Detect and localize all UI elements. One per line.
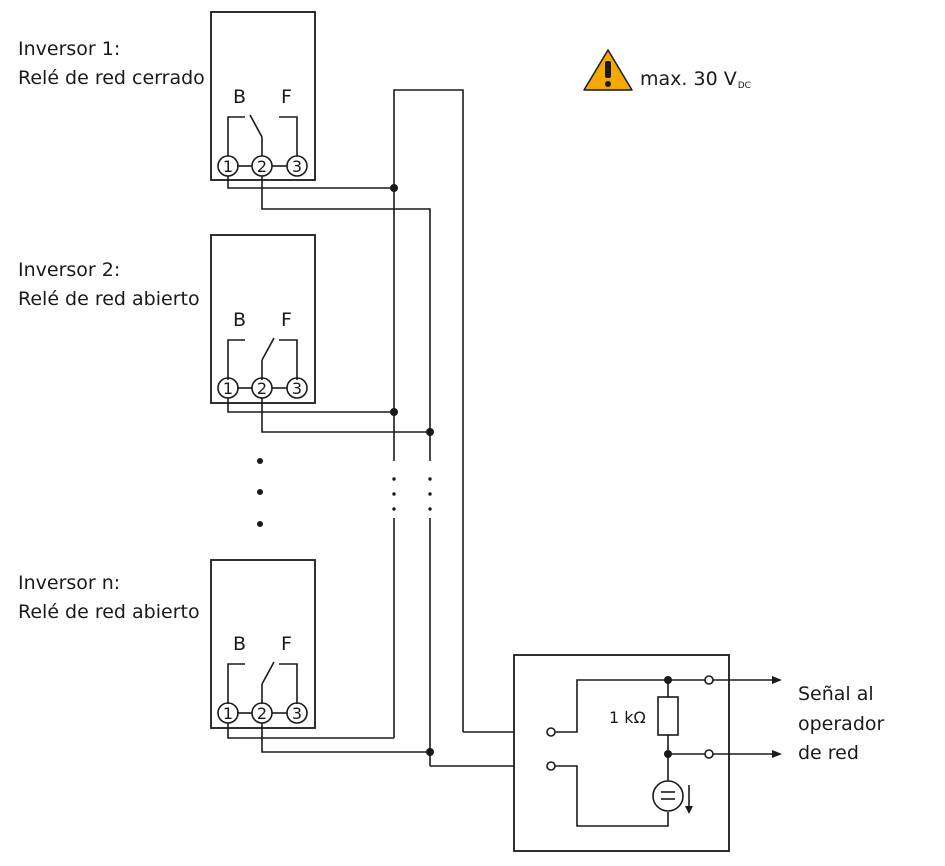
grid-operator-unit: 1 kΩ: [513, 654, 782, 852]
inverter-1-box: [210, 11, 316, 181]
relay-2-contact: [227, 337, 298, 380]
signal-line-1: Señal al: [798, 683, 874, 705]
inverter-1-state: Relé de red cerrado: [18, 67, 205, 89]
signal-line-3: de red: [798, 742, 859, 764]
terminal-block-2: 1 2 3: [217, 377, 308, 399]
inverter-n-state: Relé de red abierto: [18, 601, 200, 623]
warning-triangle-icon: [583, 49, 633, 91]
more-inverters-ellipsis: [257, 458, 263, 527]
relay-1-label-f: F: [281, 86, 292, 108]
terminal-2-3-num: 3: [292, 379, 302, 398]
terminal-n-3-num: 3: [292, 704, 302, 723]
relay-2-label-b: B: [233, 309, 246, 331]
internal-top-wire: [555, 679, 705, 733]
terminal-1-1-num: 1: [223, 157, 233, 176]
inverter-1: Inversor 1: Relé de red cerrado B F 1 2 …: [18, 11, 316, 181]
relay-n-label-b: B: [233, 633, 246, 655]
relay-n-label-f: F: [281, 633, 292, 655]
inverter-n-title: Inversor n:: [18, 572, 120, 594]
wire-invn-t1: [227, 723, 394, 739]
wire-inv1-t1: [227, 176, 394, 189]
terminal-n-3: [286, 702, 308, 724]
grid-operator-box: [513, 654, 730, 852]
relay-1-contact: [227, 114, 298, 156]
wire-invn-t2: [261, 723, 430, 753]
wire-inv2-t1: [227, 398, 394, 413]
terminal-1-3-num: 3: [292, 157, 302, 176]
relay-1-label-b: B: [233, 86, 246, 108]
junction-a-1: [390, 184, 398, 192]
terminal-n-2-num: 2: [257, 704, 267, 723]
terminal-block-1: 1 2 3: [217, 155, 308, 177]
current-source-icon: [652, 780, 693, 814]
wire-inv1-t2: [261, 176, 431, 461]
warning-text: max. 30 VDC: [640, 68, 751, 91]
terminal-2-2-num: 2: [257, 379, 267, 398]
bus-continuation-dots: [392, 477, 432, 511]
internal-bottom-wire: [555, 765, 669, 827]
signal-label: Señal al operador de red: [798, 683, 885, 764]
voltage-warning: max. 30 VDC: [583, 49, 751, 91]
terminal-n-1-num: 1: [223, 704, 233, 723]
terminal-2-3: [286, 377, 308, 399]
signal-line-2: operador: [798, 713, 885, 735]
inverter-n: Inversor n: Relé de red abierto B F 1 2 …: [18, 559, 316, 729]
junction-b-2: [426, 428, 434, 436]
inverter-1-title: Inversor 1:: [18, 38, 120, 60]
resistor-label: 1 kΩ: [609, 708, 646, 727]
inverter-2-title: Inversor 2:: [18, 259, 120, 281]
resistor-symbol: [657, 696, 679, 736]
inverter-2: Inversor 2: Relé de red abierto B F 1 2 …: [18, 234, 316, 404]
junction-b-n: [426, 748, 434, 756]
wiring: [227, 89, 547, 767]
relay-2-label-f: F: [281, 309, 292, 331]
terminal-2-1-num: 1: [223, 379, 233, 398]
junction-a-2: [390, 408, 398, 416]
terminal-block-n: 1 2 3: [217, 702, 308, 724]
wire-inv2-t2: [261, 398, 430, 433]
arrow-right-icon: [772, 676, 782, 684]
inverter-2-state: Relé de red abierto: [18, 288, 200, 310]
bus-a-upper: [393, 89, 464, 732]
terminal-1-2-num: 2: [257, 157, 267, 176]
relay-n-contact: [227, 661, 298, 704]
terminal-1-3: [286, 155, 308, 177]
arrow-right-icon: [772, 750, 782, 758]
